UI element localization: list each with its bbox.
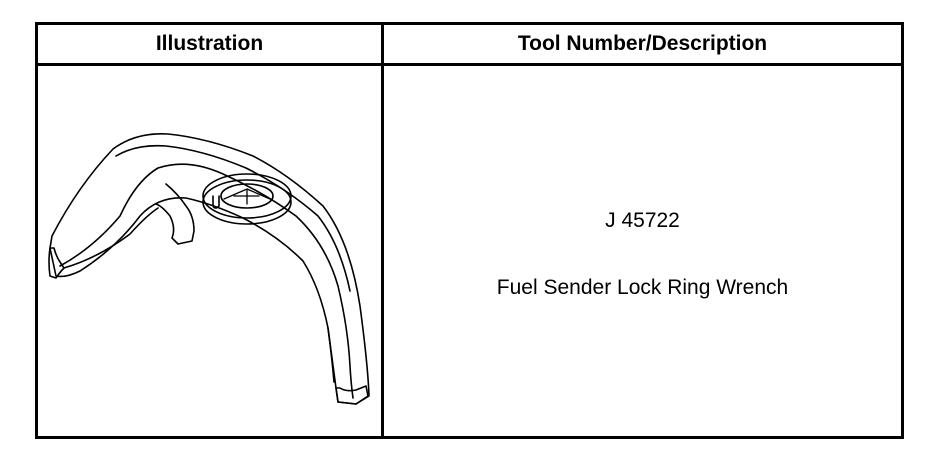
drive-boss-ring bbox=[220, 183, 274, 209]
wrench-center-tab bbox=[155, 183, 195, 245]
tool-description-cell: J 45722 Fuel Sender Lock Ring Wrench bbox=[384, 66, 901, 436]
drive-boss-cone bbox=[223, 188, 271, 205]
tool-table: Illustration Tool Number/Description bbox=[35, 22, 904, 439]
illustration-cell bbox=[38, 66, 381, 436]
wrench-left-foot bbox=[48, 247, 65, 279]
wrench-pin bbox=[212, 195, 220, 209]
lock-ring-wrench-illustration bbox=[48, 132, 370, 405]
header-illustration: Illustration bbox=[155, 32, 264, 55]
tool-description: Fuel Sender Lock Ring Wrench bbox=[496, 276, 789, 299]
wrench-outer-outline bbox=[49, 132, 370, 405]
wrench-right-inner bbox=[327, 327, 335, 383]
column-divider bbox=[381, 25, 384, 436]
wrench-inner-edge bbox=[59, 163, 354, 399]
header-tool-number-description: Tool Number/Description bbox=[517, 32, 768, 55]
wrench-right-foot bbox=[335, 385, 369, 405]
wrench-left-lip bbox=[63, 207, 159, 269]
header-divider bbox=[38, 63, 901, 66]
drive-boss-base bbox=[202, 179, 292, 225]
drive-boss-top bbox=[202, 173, 292, 219]
wrench-top-edge bbox=[115, 144, 351, 292]
tool-number: J 45722 bbox=[605, 209, 680, 232]
